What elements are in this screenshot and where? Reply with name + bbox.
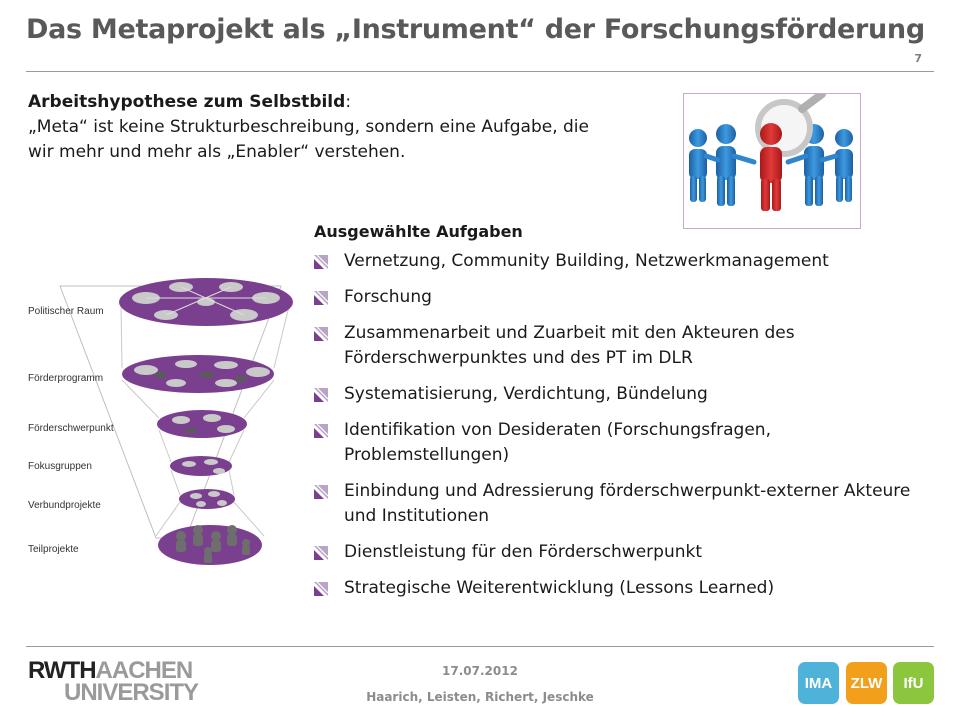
rwth-logo: RWTHAACHEN UNIVERSITY (28, 657, 199, 706)
funnel-svg: Politischer Raum Förderprogramm Fördersc… (28, 278, 293, 565)
task-item: Dienstleistung für den Förderschwerpunkt (314, 540, 934, 565)
rwth-logo-university: UNIVERSITY (64, 679, 199, 706)
rwth-logo-bold: RWTH (28, 657, 97, 684)
funnel-label-3: Fokusgruppen (28, 461, 92, 472)
bullet-icon (314, 582, 328, 596)
task-item: Vernetzung, Community Building, Netzwerk… (314, 249, 934, 274)
bullet-icon (314, 388, 328, 402)
task-item: Strategische Weiterentwicklung (Lessons … (314, 576, 934, 601)
funnel-label-1: Förderprogramm (28, 373, 103, 384)
bullet-icon (314, 255, 328, 269)
bullet-icon (314, 546, 328, 560)
task-item: Systematisierung, Verdichtung, Bündelung (314, 382, 934, 407)
zlw-logo-badge: ZLW (846, 662, 887, 704)
funnel-diagram: Politischer Raum Förderprogramm Fördersc… (26, 268, 306, 568)
task-item: Einbindung und Adressierung förderschwer… (314, 479, 934, 529)
task-item-label: Identifikation von Desideraten (Forschun… (344, 420, 771, 465)
task-item: Identifikation von Desideraten (Forschun… (314, 418, 934, 468)
title-divider (26, 71, 934, 72)
task-item-label: Systematisierung, Verdichtung, Bündelung (344, 384, 708, 404)
footer-date: 17.07.2012 (442, 664, 518, 678)
funnel-label-5: Teilprojekte (28, 544, 79, 555)
task-item-label: Forschung (344, 287, 432, 307)
hypothesis-block: Arbeitshypothese zum Selbstbild: „Meta“ … (28, 90, 678, 165)
hypothesis-colon: : (345, 92, 352, 112)
funnel-label-4: Verbundprojekte (28, 500, 101, 511)
bullet-icon (314, 327, 328, 341)
task-item-label: Einbindung und Adressierung förderschwer… (344, 481, 911, 526)
slide-title: Das Metaprojekt als „Instrument“ der For… (26, 14, 925, 45)
bullet-icon (314, 424, 328, 438)
task-item-label: Strategische Weiterentwicklung (Lessons … (344, 578, 775, 598)
footer-divider (26, 646, 934, 647)
people-magnifier-image (683, 90, 861, 229)
task-item-label: Dienstleistung für den Förderschwerpunkt (344, 542, 703, 562)
page-number: 7 (914, 52, 922, 65)
hypothesis-text-line2: wir mehr und mehr als „Enabler“ verstehe… (28, 142, 406, 162)
task-item-label: Zusammenarbeit und Zuarbeit mit den Akte… (344, 323, 795, 368)
ifu-logo-badge: IfU (893, 662, 934, 704)
tasks-list: Vernetzung, Community Building, Netzwerk… (314, 249, 934, 612)
people-magnifier-illustration (689, 90, 853, 211)
bullet-icon (314, 291, 328, 305)
tasks-heading: Ausgewählte Aufgaben (314, 222, 523, 241)
hypothesis-text-line1: „Meta“ ist keine Strukturbeschreibung, s… (28, 117, 589, 137)
footer-authors: Haarich, Leisten, Richert, Jeschke (366, 690, 594, 704)
funnel-label-0: Politischer Raum (28, 306, 104, 317)
task-item: Zusammenarbeit und Zuarbeit mit den Akte… (314, 321, 934, 371)
task-item: Forschung (314, 285, 934, 310)
funnel-label-2: Förderschwerpunkt (28, 423, 114, 434)
rwth-logo-light: AACHEN (95, 657, 194, 684)
task-item-label: Vernetzung, Community Building, Netzwerk… (344, 251, 829, 271)
bullet-icon (314, 485, 328, 499)
ima-logo-badge: IMA (798, 662, 839, 704)
hypothesis-heading: Arbeitshypothese zum Selbstbild (28, 92, 346, 112)
